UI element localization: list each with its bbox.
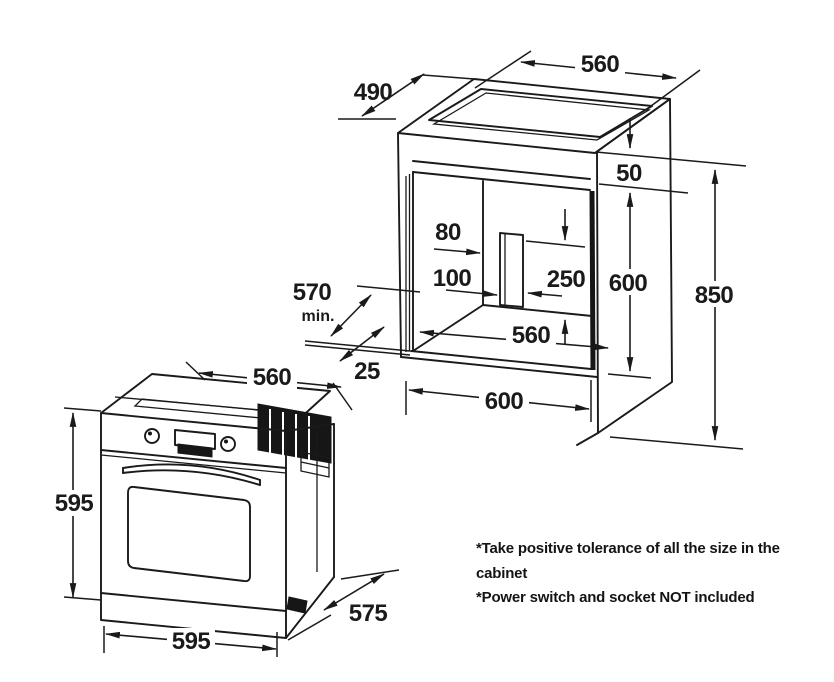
cabinet-dimensions bbox=[304, 50, 747, 450]
footnotes: *Take positive tolerance of all the size… bbox=[476, 537, 826, 611]
dim-cutout-offset-bottom: 100 bbox=[433, 265, 472, 292]
dim-top-clearance: 50 bbox=[616, 160, 642, 187]
floor-baseline bbox=[609, 436, 744, 450]
niche-floor-back-edge bbox=[482, 304, 593, 317]
dim-front-gap: 25 bbox=[354, 358, 380, 385]
footnote-tolerance-line1: *Take positive tolerance of all the size… bbox=[476, 540, 780, 557]
dim-oven-body-width: 560 bbox=[253, 364, 292, 391]
cabinet-interior bbox=[412, 180, 593, 352]
dim-cutout-offset-side: 80 bbox=[435, 219, 461, 246]
niche-right-wall-cut-edge bbox=[589, 190, 596, 371]
display-window bbox=[174, 429, 216, 458]
knob-left bbox=[144, 428, 160, 444]
oven-front-face bbox=[100, 412, 287, 639]
dim-cabinet-top-width: 560 bbox=[581, 51, 620, 78]
niche-floor-left-edge bbox=[412, 304, 484, 352]
oven-door-window bbox=[127, 485, 251, 583]
footnote-power-socket: *Power switch and socket NOT included bbox=[476, 589, 755, 606]
mounting-bracket bbox=[300, 451, 330, 478]
dim-oven-depth: 575 bbox=[349, 600, 388, 627]
dim-cabinet-width: 600 bbox=[485, 388, 524, 415]
dim-overall-height: 850 bbox=[695, 282, 734, 309]
dim-niche-height: 600 bbox=[609, 270, 648, 297]
dim-oven-width: 595 bbox=[172, 628, 211, 655]
dimension-labels: 560 490 50 80 100 250 600 850 560 600 57… bbox=[50, 51, 740, 655]
cabinet-drawing bbox=[304, 50, 747, 450]
oven-foot bbox=[286, 596, 308, 614]
dim-niche-width: 560 bbox=[512, 322, 551, 349]
knob-right bbox=[220, 436, 236, 452]
door-handle bbox=[122, 463, 261, 486]
cabinet-top-opening bbox=[428, 88, 653, 138]
footnote-tolerance-line2: cabinet bbox=[476, 564, 528, 582]
dim-cabinet-top-depth: 490 bbox=[354, 79, 393, 106]
control-panel-bottom bbox=[100, 449, 287, 469]
dim-cutout-height: 250 bbox=[547, 266, 586, 293]
cabinet-right-face bbox=[576, 98, 673, 446]
dim-niche-depth-min: 570 bbox=[293, 279, 332, 306]
dim-niche-depth-qualifier: min. bbox=[302, 308, 335, 325]
socket-cutout bbox=[499, 232, 524, 308]
dim-oven-height: 595 bbox=[55, 490, 94, 517]
door-bottom-edge bbox=[100, 592, 287, 612]
oven-rear-housing bbox=[257, 403, 332, 464]
